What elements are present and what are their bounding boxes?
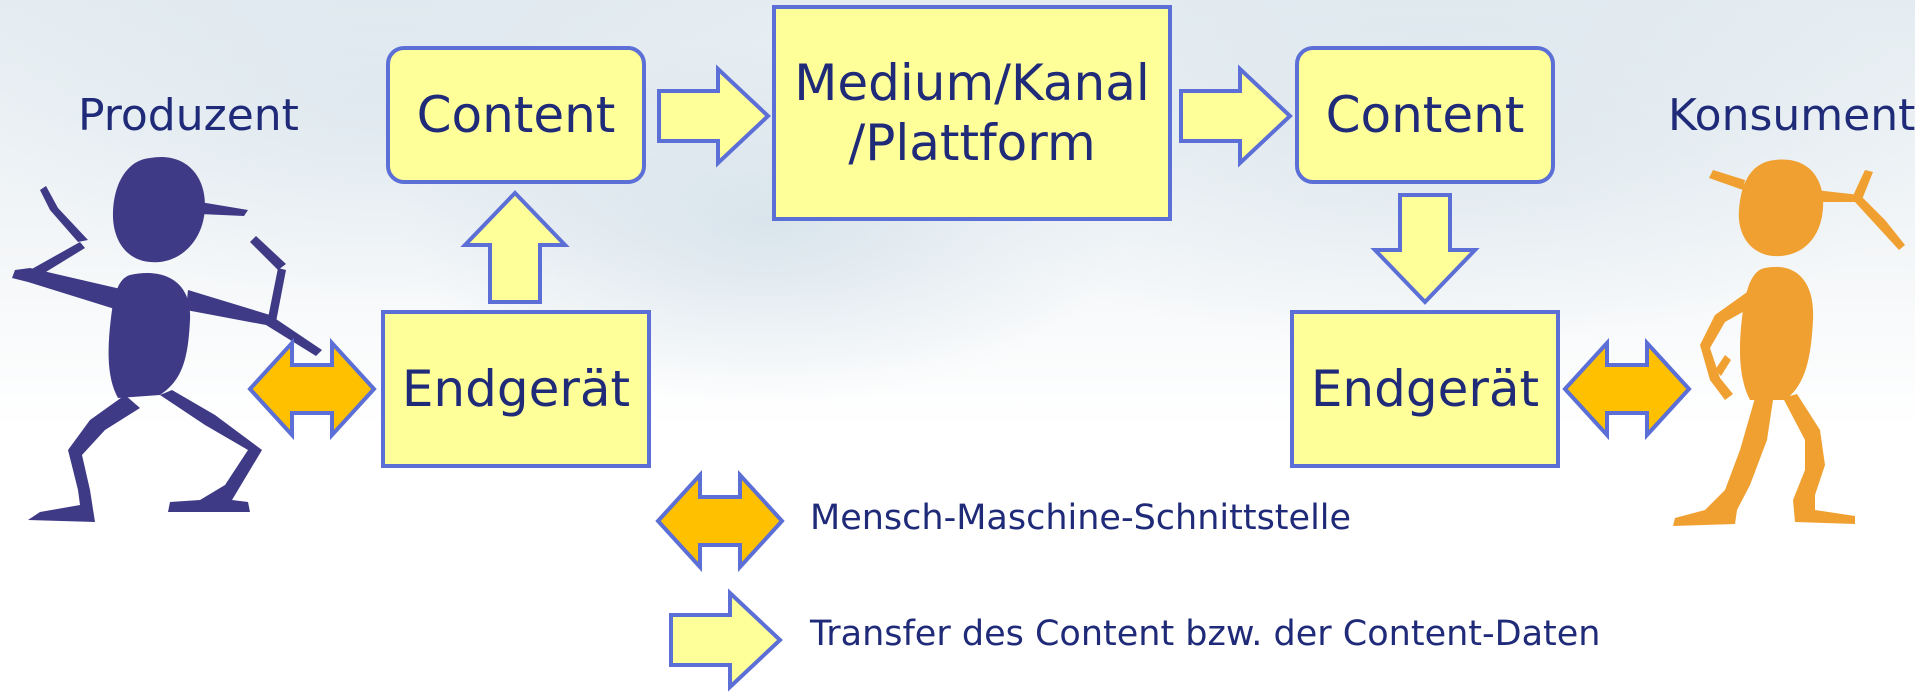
transfer-arrow-up-icon bbox=[460, 190, 570, 304]
producer-figure-icon bbox=[12, 156, 322, 522]
endgeraet-box-right: Endgerät bbox=[1290, 310, 1560, 468]
content-box-right: Content bbox=[1295, 46, 1555, 184]
content-box-left: Content bbox=[386, 46, 646, 184]
transfer-arrow-right-icon bbox=[657, 64, 771, 168]
legend-hmi-arrow-icon bbox=[655, 469, 785, 573]
legend-transfer-label: Transfer des Content bzw. der Content-Da… bbox=[810, 614, 1601, 654]
hmi-double-arrow-left-icon bbox=[247, 337, 377, 441]
transfer-arrow-right-icon bbox=[1179, 64, 1293, 168]
consumer-label: Konsument bbox=[1668, 90, 1915, 141]
hmi-double-arrow-right-icon bbox=[1562, 337, 1692, 441]
legend-transfer-arrow-icon bbox=[669, 588, 783, 692]
producer-label: Produzent bbox=[78, 90, 299, 141]
transfer-arrow-down-icon bbox=[1370, 193, 1480, 305]
consumer-figure-icon bbox=[1673, 159, 1905, 526]
legend-hmi-label: Mensch-Maschine-Schnittstelle bbox=[810, 498, 1352, 538]
endgeraet-box-left: Endgerät bbox=[381, 310, 651, 468]
medium-box: Medium/Kanal /Plattform bbox=[772, 5, 1172, 221]
